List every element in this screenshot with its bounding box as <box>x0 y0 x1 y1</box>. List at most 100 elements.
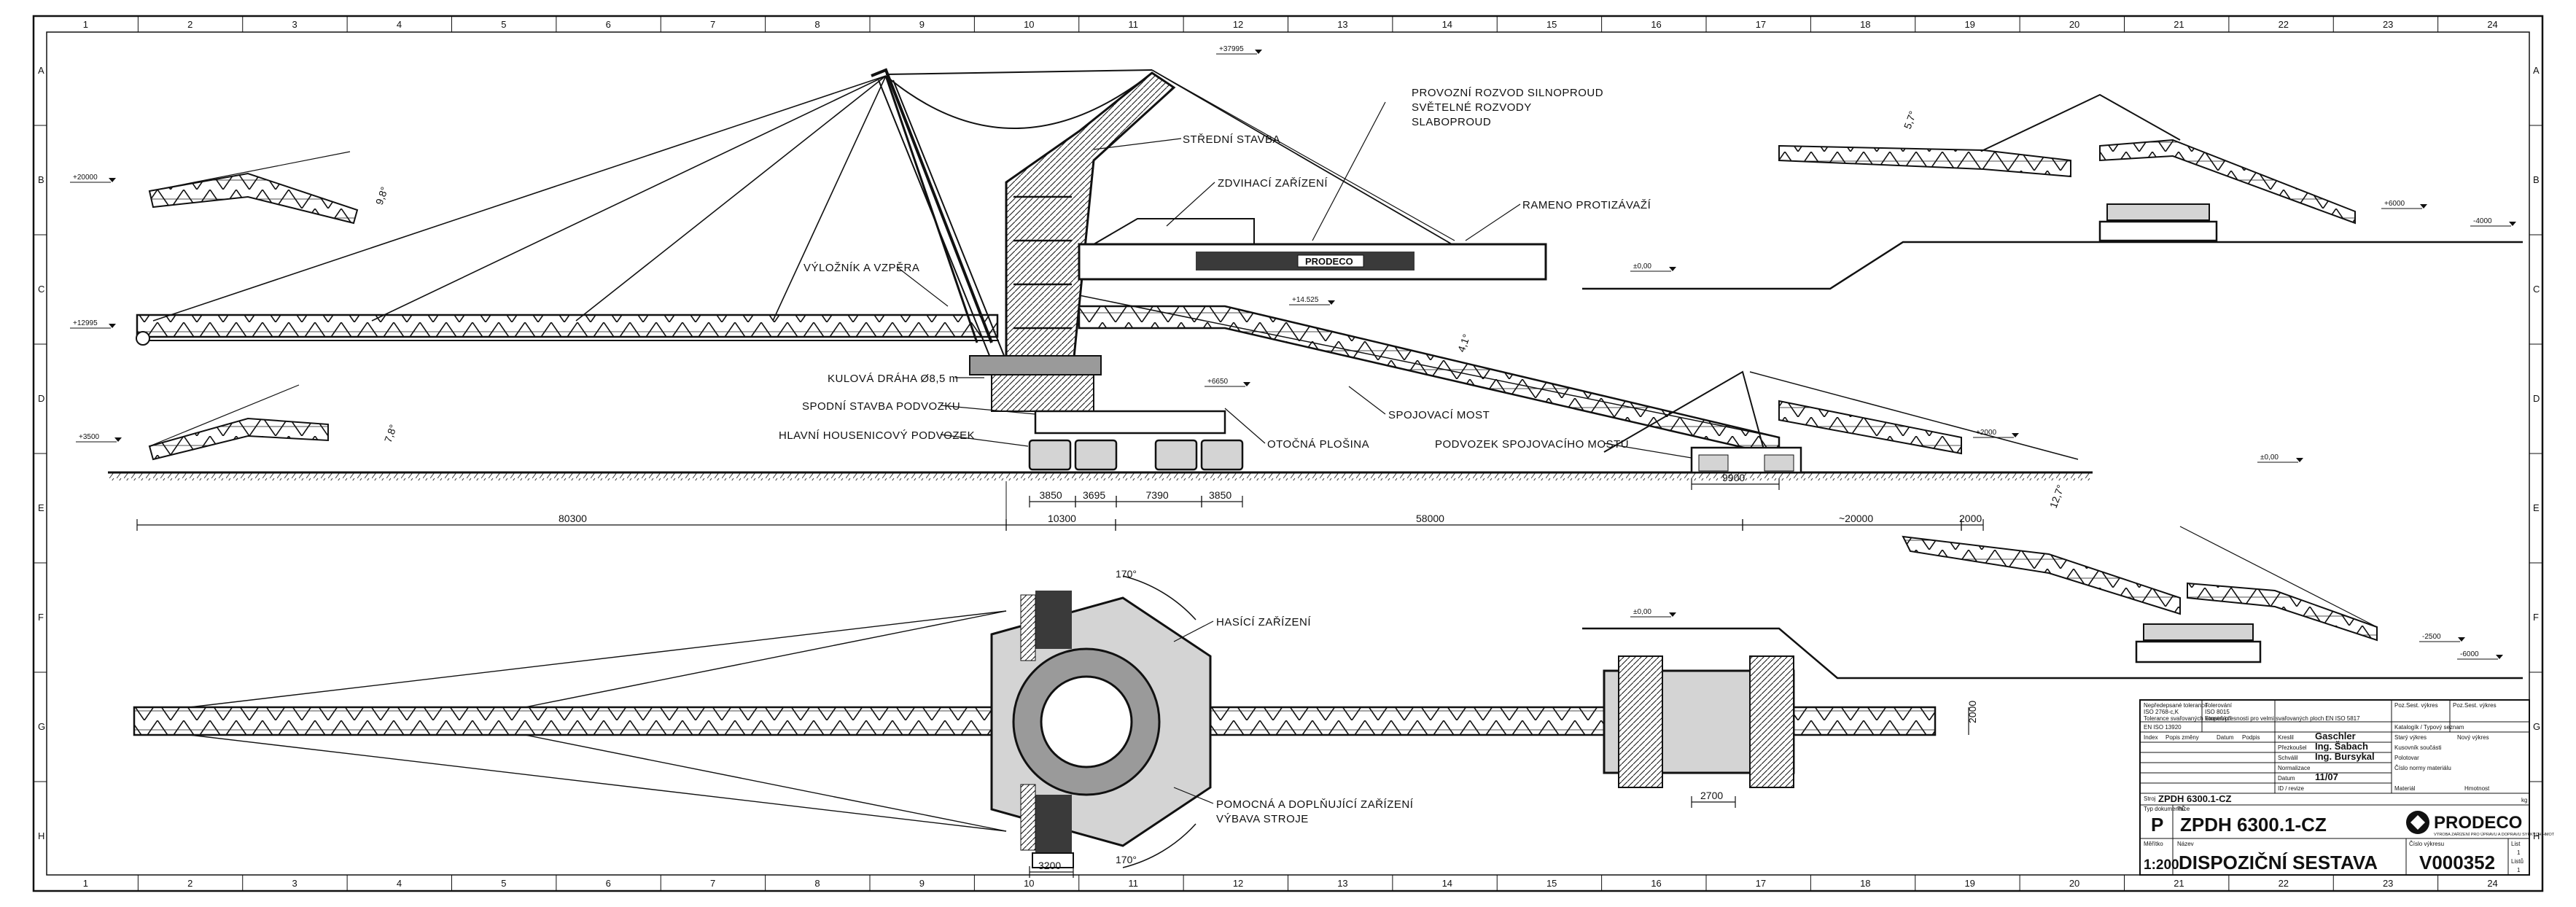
tb-pc-label: PČ <box>2177 806 2185 812</box>
tb-hmotnost-label: Hmotnost <box>2464 785 2490 792</box>
tb-cislo-label: Číslo výkresu <box>2409 841 2444 847</box>
tb-listu-label: Listů <box>2511 858 2524 865</box>
tb-tolerance-label: Nepředepsané tolerance <box>2144 702 2208 709</box>
column-label: 15 <box>1546 19 1557 30</box>
column-label: 23 <box>2383 878 2393 889</box>
tb-unit-kg: kg <box>2521 797 2527 803</box>
column-label: 16 <box>1651 878 1661 889</box>
column-label: 1 <box>83 19 88 30</box>
brand-on-arm: PRODECO <box>1305 256 1353 267</box>
plan-bridge-carriage <box>1603 655 1795 788</box>
column-label: 17 <box>1756 878 1766 889</box>
leader-line <box>1348 386 1386 415</box>
row-label: C <box>38 284 44 295</box>
column-label: 2 <box>187 878 192 889</box>
level-right-top: +6000 <box>2384 200 2405 208</box>
column-label: 3 <box>292 19 297 30</box>
leader-line <box>1312 101 1386 241</box>
leader-line <box>896 266 949 307</box>
dim-d20000: ~20000 <box>1839 513 1873 524</box>
level-triangle <box>2296 458 2303 462</box>
level-triangle <box>1669 267 1676 271</box>
tb-meritko-label: Měřítko <box>2144 841 2163 847</box>
column-label: 14 <box>1442 19 1452 30</box>
column-label: 24 <box>2487 878 2497 889</box>
level-ground-upper: ±0,00 <box>1633 262 1651 270</box>
row-label: G <box>38 721 45 732</box>
row-label: E <box>2533 502 2540 513</box>
tb-kreslil-label: Kreslil <box>2278 734 2294 741</box>
dim-d7390: 7390 <box>1146 489 1169 501</box>
row-label: D <box>2533 393 2540 404</box>
tb-projection-note: Stupeň přesnosti pro velmi svařovaných p… <box>2205 715 2360 722</box>
row-label: B <box>38 174 44 185</box>
row-label: C <box>2533 284 2540 295</box>
tb-prezkousel: Ing. Šabach <box>2315 741 2368 752</box>
callout-spodni-stavba: SPODNÍ STAVBA PODVOZKU <box>802 400 960 413</box>
tb-hdr-popis: Popis změny <box>2166 734 2199 741</box>
level-triangle <box>1328 300 1335 305</box>
tb-pc: ZPDH 6300.1-CZ <box>2180 814 2327 836</box>
tb-typ-label: Typ dokumentace <box>2144 806 2190 812</box>
tb-cislo: V000352 <box>2419 852 2495 873</box>
column-label: 24 <box>2487 19 2497 30</box>
column-label: 13 <box>1337 878 1347 889</box>
level-triangle <box>1669 612 1676 617</box>
level-ground-right: ±0,00 <box>2260 454 2279 462</box>
column-label: 6 <box>606 878 611 889</box>
column-label: 17 <box>1756 19 1766 30</box>
tb-list: 1 <box>2517 849 2521 856</box>
level-mid: +14.525 <box>1292 296 1319 304</box>
angle-boom-up: 9,8° <box>373 185 391 206</box>
dim-d10300: 10300 <box>1048 513 1076 524</box>
leader-line <box>1166 182 1215 227</box>
column-label: 18 <box>1860 19 1870 30</box>
tb-polotovar: Polotovar <box>2394 755 2419 761</box>
tb-schvalil: Ing. Bursykal <box>2315 751 2375 762</box>
column-label: 23 <box>2383 19 2393 30</box>
column-label: 22 <box>2279 19 2289 30</box>
leader-line <box>1173 620 1214 642</box>
angle-right-lower: 12,7° <box>2047 483 2066 510</box>
tb-listu: 1 <box>2517 867 2521 873</box>
column-label: 4 <box>397 19 402 30</box>
column-label: 16 <box>1651 19 1661 30</box>
logo-text: PRODECO <box>2434 813 2522 833</box>
leader-line <box>1603 443 1692 459</box>
column-label: 14 <box>1442 878 1452 889</box>
column-label: 12 <box>1233 878 1243 889</box>
boom-lower-position <box>148 384 329 461</box>
logo-subtext: VÝROBA ZAŘÍZENÍ PRO ÚPRAVU A DOPRAVU SYP… <box>2434 831 2555 837</box>
tb-novy-vykres: Nový výkres <box>2457 734 2489 741</box>
dim-d80300: 80300 <box>559 513 587 524</box>
plan-slewing-assembly <box>990 575 1212 868</box>
column-label: 19 <box>1964 19 1974 30</box>
right-config-upper <box>1778 93 2356 242</box>
tb-stroj: ZPDH 6300.1-CZ <box>2158 793 2231 804</box>
column-label: 9 <box>919 878 925 889</box>
slewing-platform <box>969 355 1226 435</box>
row-label: E <box>38 502 44 513</box>
title-block: Nepředepsané tolerance ISO 2768-c,K Tole… <box>2139 699 2555 876</box>
tb-hdr-index: Index <box>2144 734 2158 741</box>
level-triangle <box>2420 204 2427 209</box>
level-triangle <box>114 437 122 442</box>
tb-list-label: List <box>2511 841 2521 847</box>
level-markers: +37995+20000+12995+3500+14.525+6650+2000… <box>70 45 2516 660</box>
column-label: 20 <box>2069 878 2079 889</box>
angle-slew-bottom: 170° <box>1116 854 1137 865</box>
tb-kreslil: Gaschler <box>2315 731 2356 741</box>
tb-pos-label-2: Poz. <box>2453 702 2464 709</box>
column-label: 10 <box>1024 878 1034 889</box>
callout-hlavni-podvozek: HLAVNÍ HOUSENICOVÝ PODVOZEK <box>779 429 975 442</box>
dim-d3200: 3200 <box>1038 860 1061 871</box>
row-label: D <box>38 393 44 404</box>
column-label: 7 <box>710 878 715 889</box>
tb-hdr-podpis: Podpis <box>2242 734 2260 741</box>
tb-pos-label: Poz. <box>2394 702 2406 709</box>
level-triangle <box>2509 222 2516 226</box>
angle-boom-down: 7,8° <box>382 423 400 444</box>
